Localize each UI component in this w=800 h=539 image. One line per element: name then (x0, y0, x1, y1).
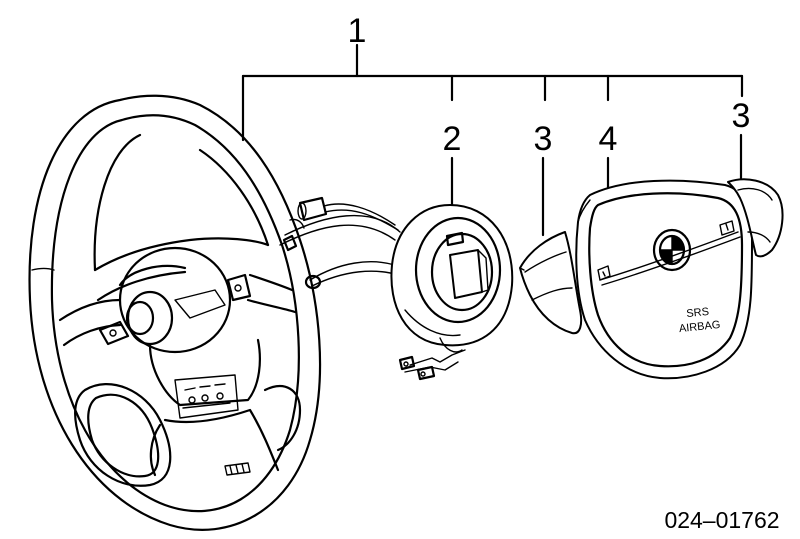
airbag-module: SRS AIRBAG (575, 179, 753, 380)
callout-1-assembly: 1 (348, 12, 367, 50)
callout-3-trim-right: 3 (732, 97, 751, 135)
trim-cover-right (727, 178, 784, 258)
srs-label: SRS (686, 306, 710, 320)
callout-2-clock-spring: 2 (443, 120, 462, 158)
callout-bracket (241, 43, 744, 142)
callout-3-trim-left: 3 (534, 120, 553, 158)
airbag-label: AIRBAG (678, 319, 721, 335)
callout-4-airbag: 4 (599, 120, 618, 158)
trim-cover-left (519, 231, 583, 335)
part-number: 024–01762 (664, 507, 779, 533)
clock-spring (390, 204, 514, 381)
steering-wheel (28, 94, 401, 531)
